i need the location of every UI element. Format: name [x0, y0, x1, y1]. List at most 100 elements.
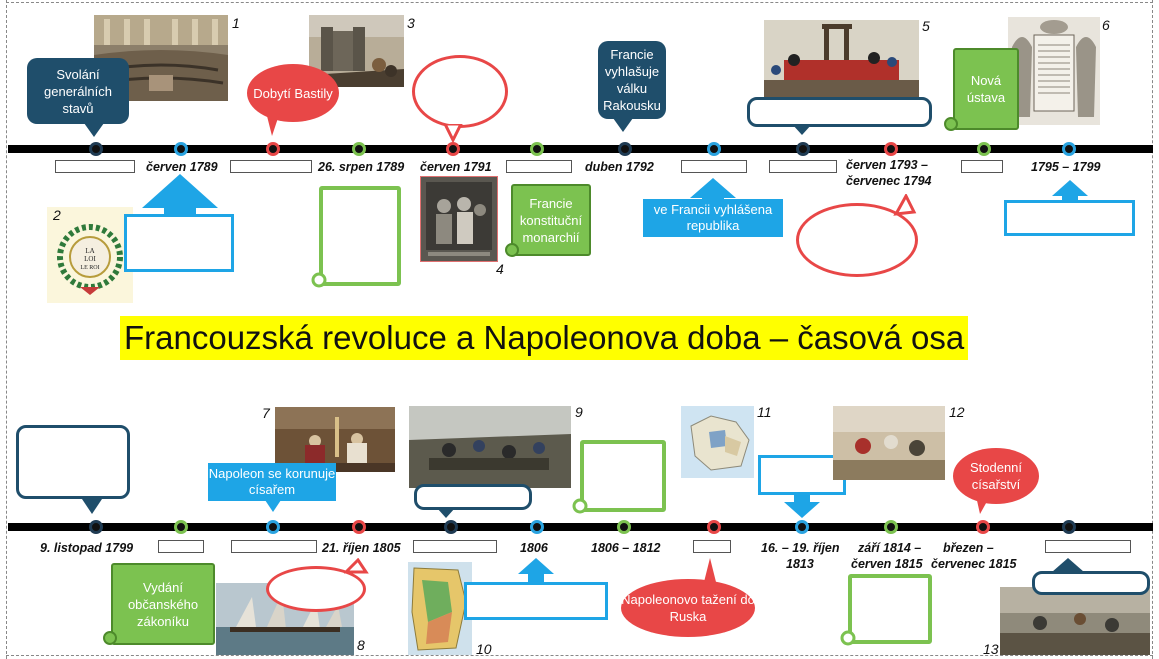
picture-number: 3 — [407, 15, 415, 31]
callout-tail — [437, 508, 455, 518]
empty-callout-answer[interactable] — [747, 97, 932, 127]
guillotine-painting — [764, 20, 919, 97]
austerlitz-battle-painting — [409, 406, 571, 488]
answer-blank[interactable] — [506, 160, 572, 173]
constitution-document-image — [1008, 17, 1100, 125]
answer-blank[interactable] — [1045, 540, 1131, 553]
answer-blank[interactable] — [769, 160, 837, 173]
date-label: červen 1791 — [420, 160, 492, 174]
callout-war-on-austria: Francie vyhlašuje válku Rakousku — [598, 41, 666, 119]
top-dot-10 — [884, 142, 898, 156]
date-label: červen 1793 – — [846, 158, 929, 172]
svg-text:LOI: LOI — [84, 255, 96, 263]
answer-blank[interactable] — [413, 540, 497, 553]
europe-map-image — [681, 406, 754, 478]
picture-number: 10 — [476, 641, 492, 657]
date-label: 16. – 19. říjen — [761, 541, 840, 555]
picture-number: 8 — [357, 637, 365, 653]
scroll-curl — [944, 117, 958, 131]
callout-tail — [704, 558, 716, 582]
callout-russian-campaign: Napoleonovo tažení do Ruska — [621, 579, 755, 637]
callout-tail — [344, 558, 369, 574]
scroll-new-constitution: Nová ústava — [953, 48, 1019, 130]
answer-blank[interactable] — [230, 160, 312, 173]
date-label: duben 1792 — [585, 160, 654, 174]
empty-box-answer[interactable] — [124, 214, 234, 272]
bottom-dot-12 — [1062, 520, 1076, 534]
bottom-dot-11 — [976, 520, 990, 534]
up-arrow-icon — [1052, 180, 1088, 204]
bottom-timeline-axis — [8, 523, 1153, 531]
empty-ellipse-answer[interactable] — [412, 55, 508, 128]
callout-estates-general: Svolání generálních stavů — [27, 58, 129, 124]
picture-number: 13 — [983, 641, 999, 657]
empty-ellipse-answer[interactable] — [266, 566, 366, 612]
scroll-civil-code: Vydání občanského zákoníku — [111, 563, 215, 645]
empty-callout-answer[interactable] — [16, 425, 130, 499]
callout-tail — [80, 496, 104, 514]
frame-right-border — [1152, 0, 1153, 659]
top-dot-12 — [1062, 142, 1076, 156]
box-republic-declared: ve Francii vyhlášena republika — [643, 199, 783, 237]
answer-blank[interactable] — [961, 160, 1003, 173]
top-dot-1 — [89, 142, 103, 156]
date-label: červen 1789 — [146, 160, 218, 174]
top-dot-3 — [266, 142, 280, 156]
royal-emblem-image: LA LOI LE ROI — [47, 207, 133, 303]
top-dot-8 — [707, 142, 721, 156]
callout-tail — [893, 194, 917, 216]
frame-bottom-border — [6, 655, 1153, 656]
empty-box-answer[interactable] — [1004, 200, 1135, 236]
callout-tail — [976, 496, 990, 514]
callout-storming-bastille: Dobytí Bastily — [247, 64, 339, 122]
date-label: 1806 — [520, 541, 548, 555]
callout-tail — [266, 112, 280, 136]
answer-blank[interactable] — [158, 540, 204, 553]
empty-callout-answer[interactable] — [1032, 571, 1150, 595]
scroll-curl — [572, 498, 588, 514]
scroll-curl — [505, 243, 519, 257]
picture-number: 7 — [262, 405, 270, 421]
callout-hundred-days: Stodenní císařství — [953, 448, 1039, 504]
down-arrow-icon — [784, 494, 820, 518]
top-timeline-axis — [8, 145, 1153, 153]
bottom-dot-1 — [89, 520, 103, 534]
picture-number: 5 — [922, 18, 930, 34]
down-arrow-icon — [265, 500, 281, 512]
up-arrow-answer-box — [142, 174, 218, 216]
date-label: červenec 1794 — [846, 174, 932, 188]
scroll-curl — [103, 631, 117, 645]
picture-number: 6 — [1102, 17, 1110, 33]
top-dot-7 — [618, 142, 632, 156]
empty-scroll-answer[interactable] — [319, 186, 401, 286]
answer-blank[interactable] — [55, 160, 135, 173]
frame-top-border — [6, 2, 1153, 3]
bottom-dot-9 — [795, 520, 809, 534]
empty-callout-answer[interactable] — [414, 484, 532, 510]
callout-tail — [613, 118, 633, 132]
date-label: září 1814 – — [858, 541, 922, 555]
picture-number: 2 — [53, 207, 61, 223]
svg-text:LA: LA — [85, 247, 94, 255]
answer-blank[interactable] — [681, 160, 747, 173]
callout-tail — [443, 124, 463, 142]
answer-blank[interactable] — [231, 540, 317, 553]
top-dot-11 — [977, 142, 991, 156]
up-arrow-icon — [690, 178, 736, 204]
bottom-dot-8 — [707, 520, 721, 534]
date-label: březen – — [943, 541, 994, 555]
empty-scroll-answer[interactable] — [580, 440, 666, 512]
page-title: Francouzská revoluce a Napoleonova doba … — [120, 316, 969, 360]
top-dot-5 — [446, 142, 460, 156]
empty-ellipse-answer[interactable] — [796, 203, 918, 277]
answer-blank[interactable] — [693, 540, 731, 553]
flight-to-varennes-engraving — [420, 176, 498, 262]
empty-scroll-answer[interactable] — [848, 574, 932, 644]
date-label: 26. srpen 1789 — [318, 160, 405, 174]
date-label: 1813 — [786, 557, 814, 571]
svg-text:LE ROI: LE ROI — [80, 265, 99, 271]
bottom-dot-10 — [884, 520, 898, 534]
callout-tail — [1052, 558, 1084, 572]
date-label: červenec 1815 — [931, 557, 1017, 571]
empty-box-answer[interactable] — [464, 582, 608, 620]
